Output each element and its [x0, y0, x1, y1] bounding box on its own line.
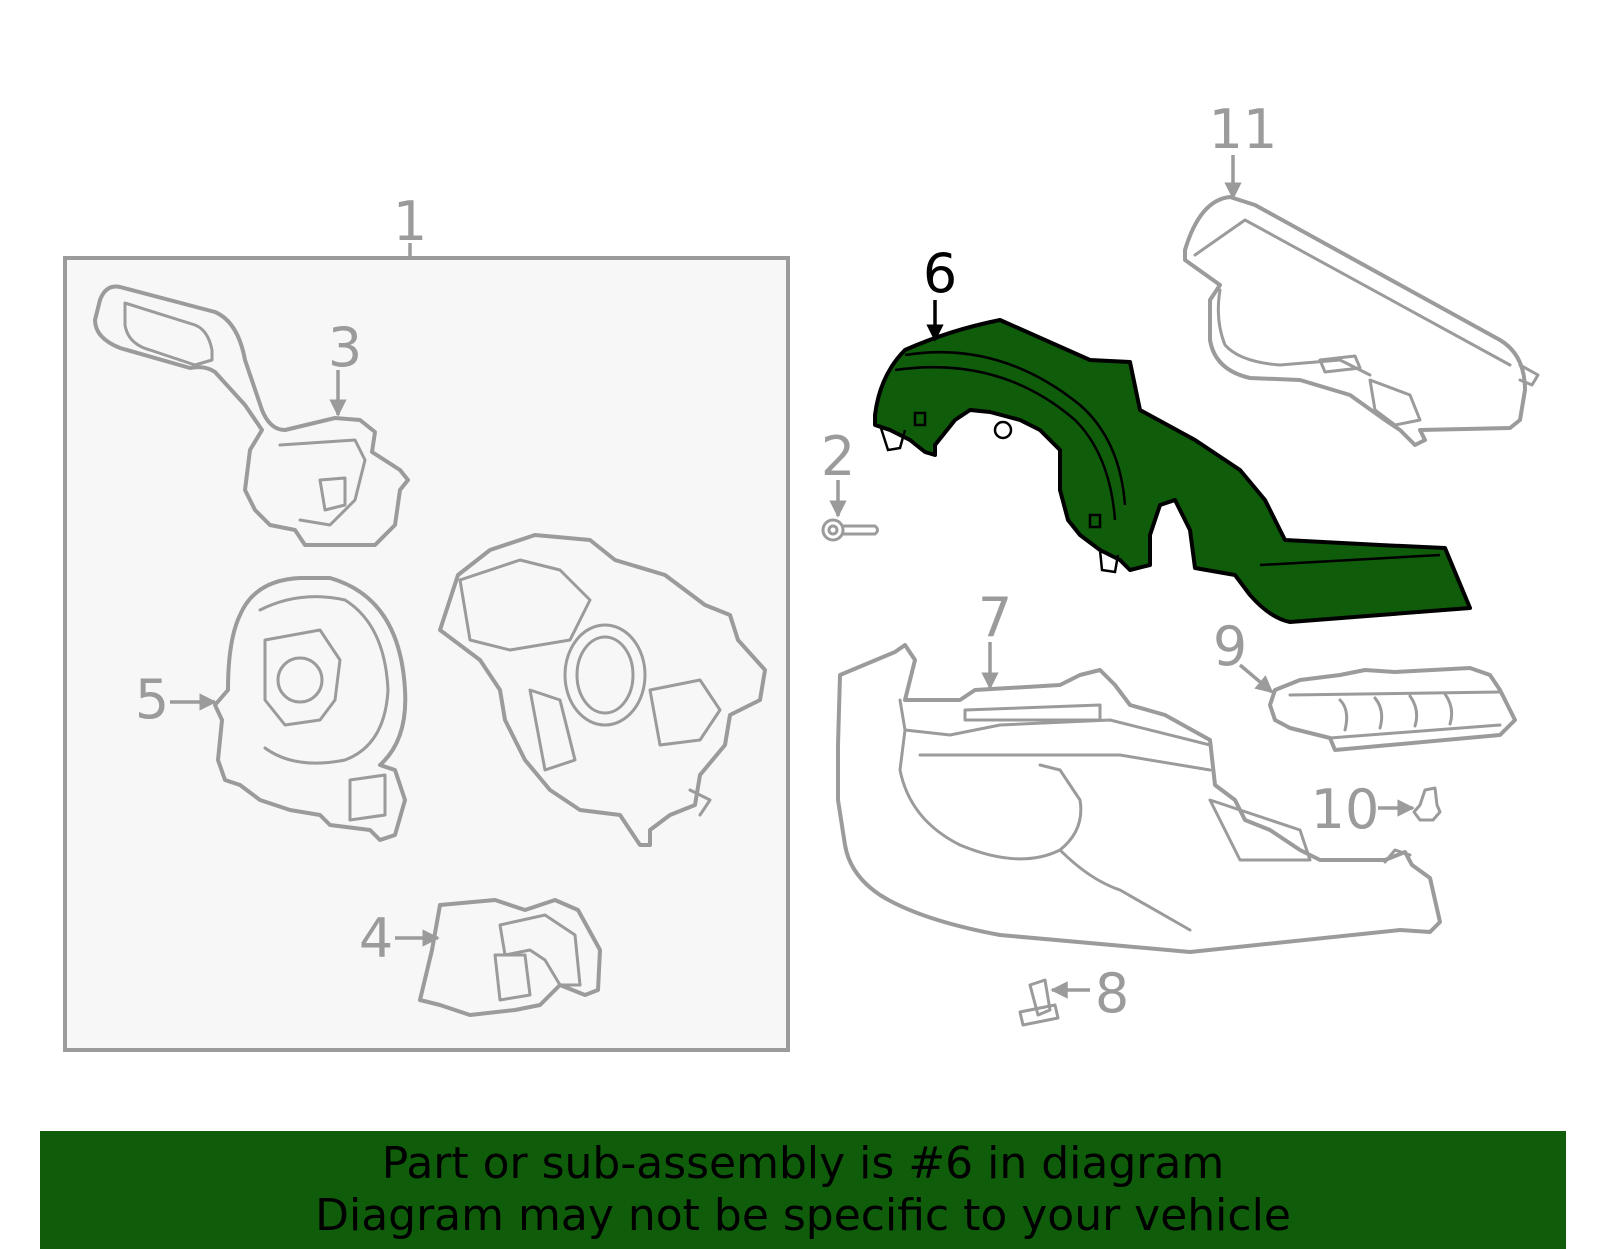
part-4-wiper-switch: [418, 898, 602, 1017]
part-11-instrument-cluster: [1183, 195, 1540, 447]
part-7-lower-shroud: [836, 643, 1442, 954]
info-banner: Part or sub-assembly is #6 in diagram Di…: [40, 1131, 1566, 1249]
banner-line-2: Diagram may not be specific to your vehi…: [315, 1190, 1291, 1241]
callout-10: 10: [1311, 778, 1380, 841]
callout-2: 2: [821, 425, 855, 488]
assembly-box-1: [63, 243, 790, 1052]
part-8-bolt: [1018, 978, 1060, 1027]
callout-7: 7: [978, 586, 1012, 649]
callout-8: 8: [1095, 962, 1129, 1025]
callout-11: 11: [1209, 98, 1278, 161]
part-6-steering-column-shroud: [873, 318, 1472, 624]
column-lock-module: [438, 533, 767, 847]
callout-4: 4: [359, 907, 393, 970]
callout-3: 3: [328, 316, 362, 379]
part-9-bracket: [1268, 666, 1517, 752]
part-5-clock-spring: [213, 576, 408, 842]
part-3-turn-signal-switch: [93, 284, 410, 547]
callout-6: 6: [923, 242, 957, 305]
part-2-screw: [821, 518, 879, 542]
callout-1: 1: [393, 190, 427, 253]
banner-line-1: Part or sub-assembly is #6 in diagram: [381, 1138, 1225, 1189]
callout-5: 5: [135, 668, 169, 731]
part-10-clip: [1412, 786, 1442, 822]
